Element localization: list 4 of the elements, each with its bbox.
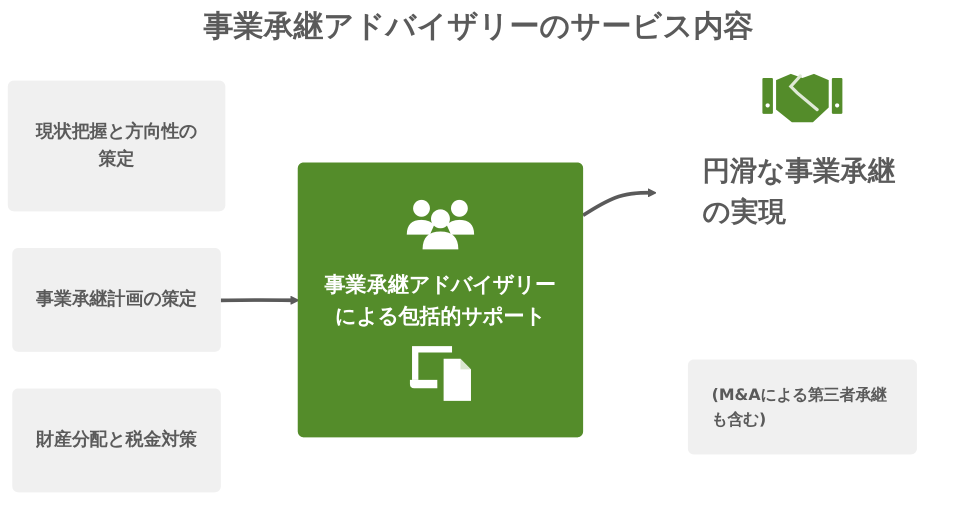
arrow — [220, 296, 300, 305]
arrow — [582, 188, 657, 217]
node-label: 円滑な事業承継の実現 — [702, 156, 896, 229]
title: 事業承継アドバイザリーのサービス内容 — [202, 8, 754, 46]
